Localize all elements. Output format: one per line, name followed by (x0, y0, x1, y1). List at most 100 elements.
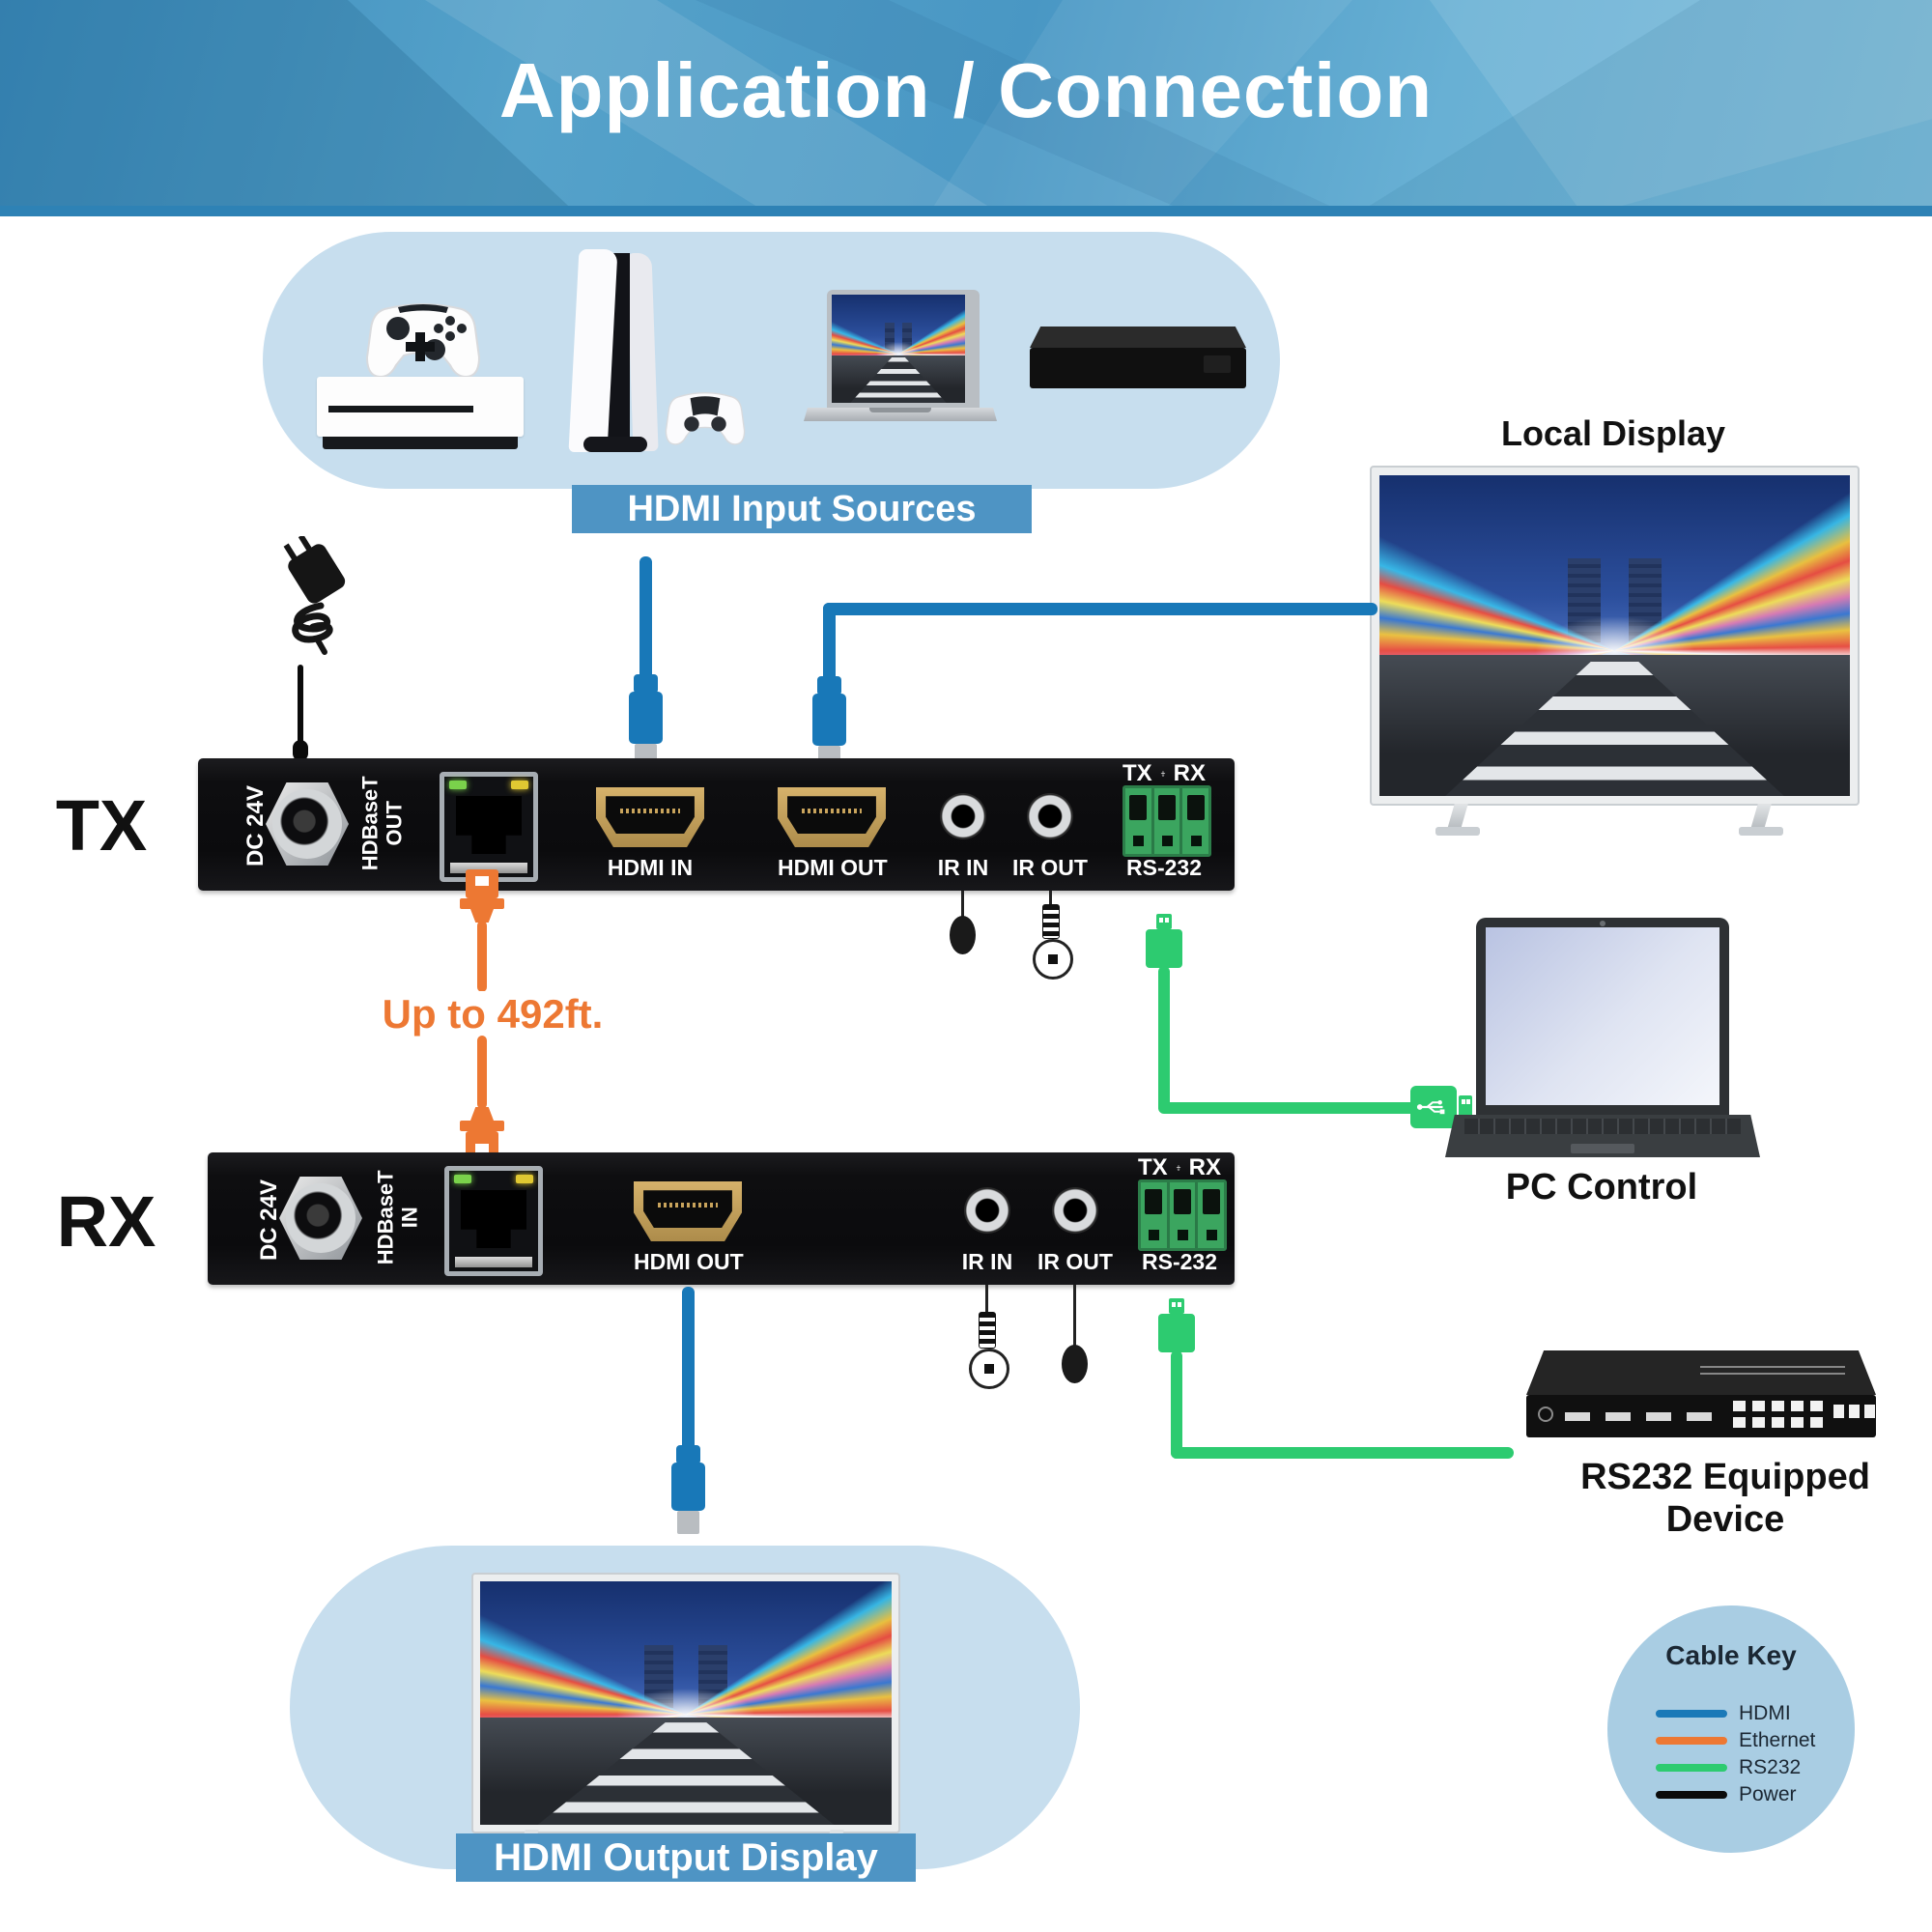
tx-dc-jack (272, 789, 342, 859)
rj45-pins (455, 1257, 532, 1267)
rx-rs232-phoenix-connector (1138, 1179, 1227, 1251)
rx-ir-out-jack (1052, 1187, 1098, 1234)
rj45-led-green (449, 781, 467, 789)
hdmi-slot (643, 1190, 732, 1229)
xbox-controller-icon (365, 303, 481, 379)
rx-ir-in-jack (964, 1187, 1010, 1234)
green-plug-body (1158, 1314, 1195, 1352)
rx-serial-header: TX RX (1138, 1154, 1221, 1180)
rx-hdmi-out-label: HDMI OUT (634, 1249, 744, 1274)
rx-panel: DC 24V HDBaseT IN HDMI OUT IR IN IR OUT … (208, 1152, 1235, 1285)
rx-rs232-label: RS-232 (1142, 1249, 1217, 1274)
tx-ir-in-label: IR IN (937, 855, 989, 880)
pc-control-label: PC Control (1505, 1167, 1698, 1208)
rx-device-label: RX (56, 1181, 156, 1262)
hdmi-pins (619, 808, 681, 813)
power-plug-tip (293, 740, 308, 761)
hdmi-cable-rx-to-output (682, 1287, 695, 1453)
pc-laptop-touchpad (1571, 1144, 1634, 1153)
local-display-tv (1370, 466, 1860, 806)
rs232-cable-rx-horizontal (1171, 1447, 1514, 1459)
rj45-plug-collar (460, 1121, 504, 1131)
cable-key-label-power: Power (1739, 1783, 1797, 1805)
hdmi-plug-tip (677, 1511, 699, 1534)
rj45-plug-slot (475, 876, 489, 886)
tx-rs232-label: RS-232 (1126, 855, 1202, 880)
cable-key-label-hdmi: HDMI (1739, 1702, 1791, 1724)
ethernet-cable-lower (477, 1036, 487, 1109)
tx-power-port-label: DC 24V (242, 784, 270, 867)
rs232-device-label-line1: RS232 Equipped (1580, 1457, 1870, 1497)
header-banner: Application / Connection (0, 0, 1932, 216)
ir-plug-striped (979, 1312, 996, 1349)
phoenix-hole (1190, 836, 1202, 846)
rx-power-port-label: DC 24V (256, 1179, 283, 1262)
phoenix-slot (1129, 795, 1148, 820)
phoenix-cell (1182, 788, 1208, 854)
tx-ir-in-jack (940, 793, 986, 839)
tv-foot (1739, 827, 1783, 836)
xbox-disc-slot (328, 406, 473, 412)
phoenix-slot (1158, 795, 1176, 820)
plug-pin (1462, 1099, 1465, 1104)
rx-hdbaset-rj45-port (444, 1166, 543, 1276)
phoenix-cell (1141, 1182, 1170, 1248)
phoenix-cell (1170, 1182, 1199, 1248)
source-laptop-screen-frame (827, 290, 980, 417)
tx-device-label: TX (55, 785, 148, 866)
tv-foot (1435, 827, 1480, 836)
plug-pin (1178, 1302, 1181, 1307)
plug-pin (1159, 918, 1163, 923)
ground-icon (1160, 771, 1165, 777)
tx-rs232-phoenix-connector (1122, 785, 1211, 857)
rj45-plug-collar (460, 898, 504, 909)
rack-top-face (1526, 1350, 1876, 1395)
rj45-plug-boot (470, 1107, 494, 1121)
cable-key-swatch-power (1656, 1791, 1727, 1799)
rj45-opening (461, 1190, 526, 1248)
rs232-cable-rx-vertical (1171, 1350, 1182, 1459)
hdmi-plug-body (671, 1463, 705, 1511)
ir-wire (1073, 1285, 1076, 1349)
ir-emitter-icon (1033, 939, 1073, 980)
source-laptop-screen (832, 295, 965, 403)
tx-hdmi-out-label: HDMI OUT (778, 855, 888, 880)
cable-key-circle (1607, 1605, 1855, 1853)
phoenix-hole (1178, 1230, 1188, 1240)
tx-hdmi-in-label: HDMI IN (607, 855, 694, 880)
rx-ir-in-label: IR IN (961, 1249, 1013, 1274)
phoenix-hole (1206, 1230, 1217, 1240)
hdmi-plug-body (629, 692, 663, 744)
rj45-pins (450, 863, 527, 873)
rack-button-grid (1733, 1401, 1746, 1411)
cable-key-swatch-rs232 (1656, 1764, 1727, 1772)
hdmi-cable-tx-to-local-display-drop (823, 603, 836, 682)
pc-laptop-screen-frame (1476, 918, 1729, 1115)
rj45-plug-icon (466, 869, 498, 898)
tx-hdmi-in-port (596, 787, 704, 847)
ps5-controller-icon (665, 392, 746, 445)
xbox-bottom-band (323, 437, 518, 449)
header-bottom-strip (0, 206, 1932, 216)
hdmi-pins (657, 1202, 719, 1208)
hdmi-cable-source-to-tx (639, 556, 652, 680)
ethernet-cable-upper (477, 921, 487, 992)
tx-hdbaset-rj45-port (440, 772, 538, 882)
source-laptop-base (804, 408, 997, 421)
hdmi-plug-neck (634, 674, 658, 694)
hdmi-slot (787, 796, 876, 835)
rj45-opening (456, 796, 522, 854)
phoenix-cell (1198, 1182, 1224, 1248)
ir-receiver-icon (1062, 1345, 1088, 1383)
hdmi-output-display-label: HDMI Output Display (456, 1833, 916, 1882)
source-laptop-notch (869, 408, 931, 412)
hdmi-cable-tx-to-local-display (823, 603, 1378, 615)
rx-ir-out-label: IR OUT (1037, 1249, 1113, 1274)
phoenix-slot (1202, 1189, 1220, 1214)
plug-pin (1165, 918, 1169, 923)
green-plug-body (1146, 929, 1182, 968)
usb-trident-icon (1416, 1099, 1445, 1115)
rj45-plug-boot (470, 909, 494, 923)
page-title: Application / Connection (498, 47, 1434, 133)
